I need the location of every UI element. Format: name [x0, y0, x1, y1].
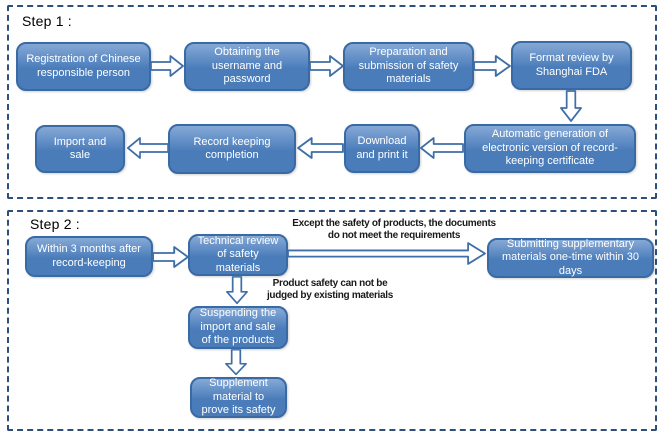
flow-box-format-review: Format review by Shanghai FDA — [511, 41, 632, 90]
flow-box-preparation: Preparation and submission of safety mat… — [343, 42, 474, 91]
flow-box-auto-generation: Automatic generation of electronic versi… — [464, 124, 636, 173]
arrow-down-icon — [225, 349, 247, 376]
step2-panel — [7, 210, 657, 431]
arrow-right-icon — [473, 55, 511, 77]
flow-box-within-3-months: Within 3 months after record-keeping — [25, 236, 153, 277]
step2-heading: Step 2 : — [30, 216, 80, 232]
annotation-line: do not meet the requirements — [327, 229, 461, 241]
flow-box-supplement: Supplement material to prove its safety — [190, 377, 287, 418]
arrow-down-icon — [560, 90, 582, 122]
flow-box-download: Download and print it — [344, 124, 420, 173]
arrow-left-icon — [297, 137, 344, 159]
flow-box-import-sale: Import and sale — [35, 125, 125, 173]
annotation-documents-not-meet: Except the safety of products, the docum… — [287, 218, 501, 241]
flow-box-suspending: Suspending the import and sale of the pr… — [188, 306, 288, 349]
arrow-left-icon — [420, 137, 464, 159]
flow-box-technical-review: Technical review of safety materials — [188, 234, 288, 276]
flow-box-record-keeping: Record keeping completion — [168, 124, 296, 174]
annotation-line: judged by existing materials — [266, 289, 394, 301]
arrow-left-icon — [127, 137, 169, 159]
flow-box-obtaining: Obtaining the username and password — [184, 42, 310, 91]
step1-heading: Step 1 : — [22, 13, 72, 29]
arrow-down-icon — [226, 276, 248, 305]
arrow-right-icon — [152, 246, 189, 268]
flow-box-registration: Registration of Chinese responsible pers… — [16, 42, 151, 91]
step1-panel — [7, 5, 657, 199]
annotation-line: Except the safety of products, the docum… — [292, 218, 496, 229]
annotation-product-safety: Product safety can not be judged by exis… — [254, 278, 406, 301]
arrow-right-icon — [309, 55, 344, 77]
annotation-line: Product safety can not be — [272, 278, 388, 289]
arrow-right-icon — [150, 55, 184, 77]
long-arrow-right-icon — [287, 242, 486, 265]
flow-box-submitting: Submitting supplementary materials one-t… — [487, 238, 654, 278]
